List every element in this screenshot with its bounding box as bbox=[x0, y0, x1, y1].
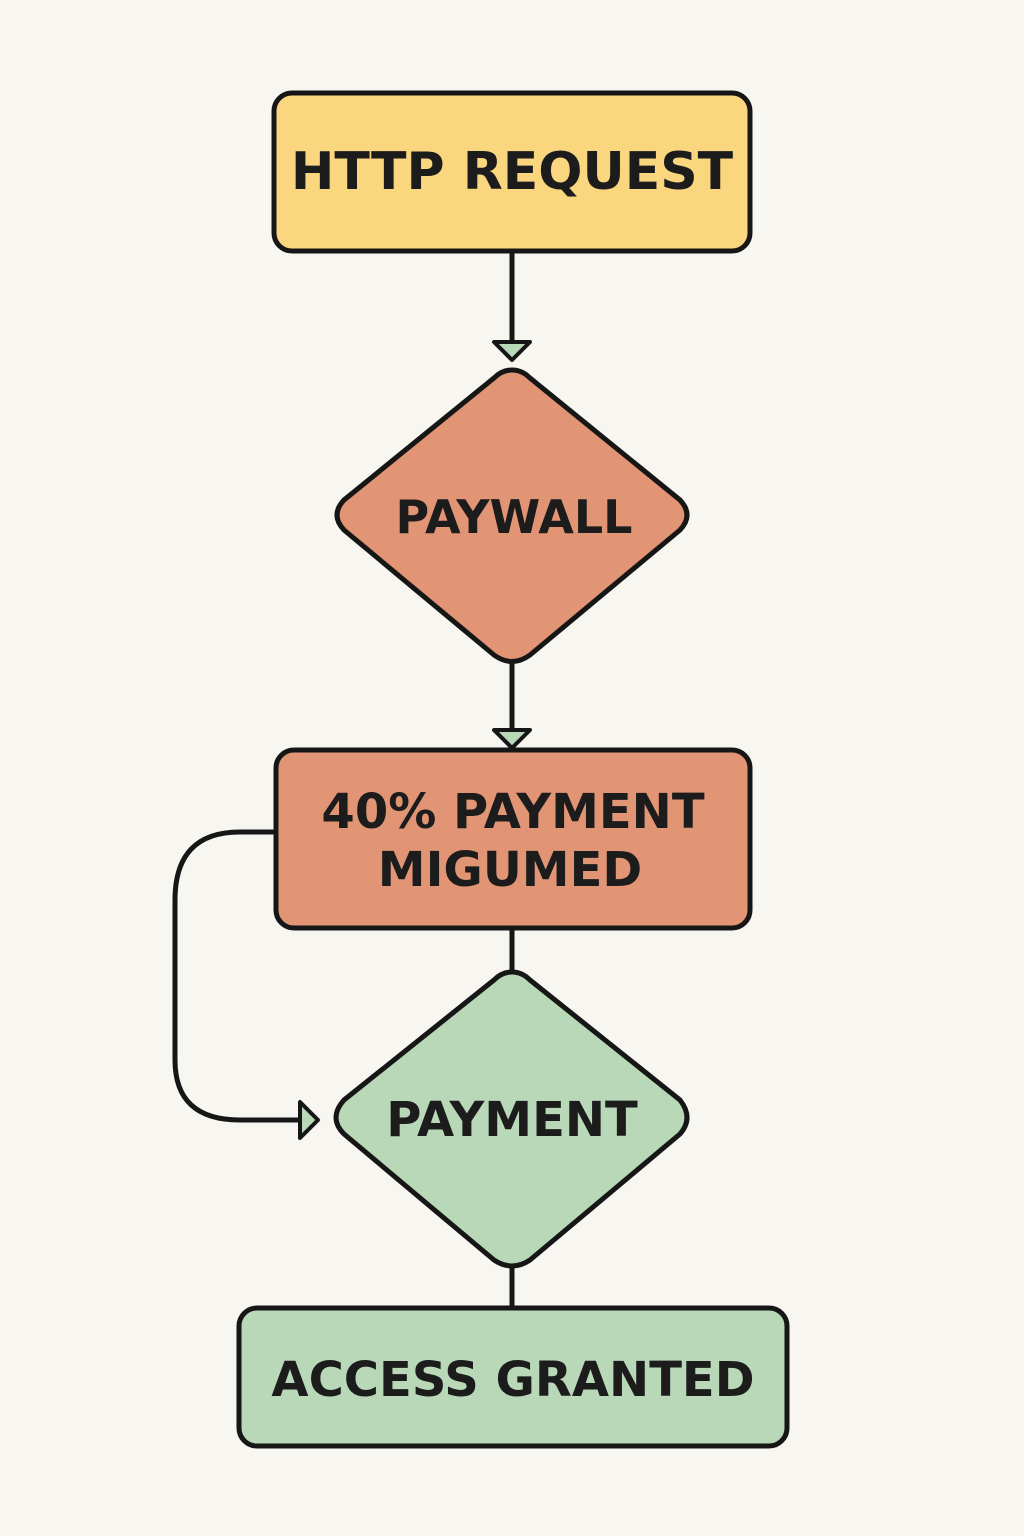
edges bbox=[172, 249, 532, 1313]
arrowhead-payment-required bbox=[492, 728, 532, 750]
arrowhead-payment-loop bbox=[298, 1100, 320, 1140]
payment-required-label-line-1: 40% PAYMENT bbox=[321, 784, 704, 840]
payment-diamond bbox=[333, 969, 690, 1269]
paywall-label: PAYWALL bbox=[396, 490, 633, 544]
node-paywall: PAYWALL bbox=[334, 367, 690, 664]
node-payment-required: 40% PAYMENT MIGUMED bbox=[273, 747, 753, 931]
payment-label: PAYMENT bbox=[386, 1092, 638, 1148]
payment-required-label-line-2: MIGUMED bbox=[378, 842, 642, 898]
arrowhead-paywall bbox=[492, 340, 532, 362]
paywall-diamond bbox=[334, 367, 690, 664]
node-payment: PAYMENT bbox=[333, 969, 690, 1269]
http-request-label: HTTP REQUEST bbox=[291, 142, 734, 202]
access-granted-label: ACCESS GRANTED bbox=[271, 1352, 754, 1408]
edge-loop-to-payment bbox=[172, 829, 307, 1123]
payment-required-box bbox=[273, 747, 753, 931]
http-request-box bbox=[271, 90, 753, 254]
node-http-request: HTTP REQUEST bbox=[271, 90, 753, 254]
node-access-granted: ACCESS GRANTED bbox=[236, 1305, 790, 1449]
access-granted-box bbox=[236, 1305, 790, 1449]
